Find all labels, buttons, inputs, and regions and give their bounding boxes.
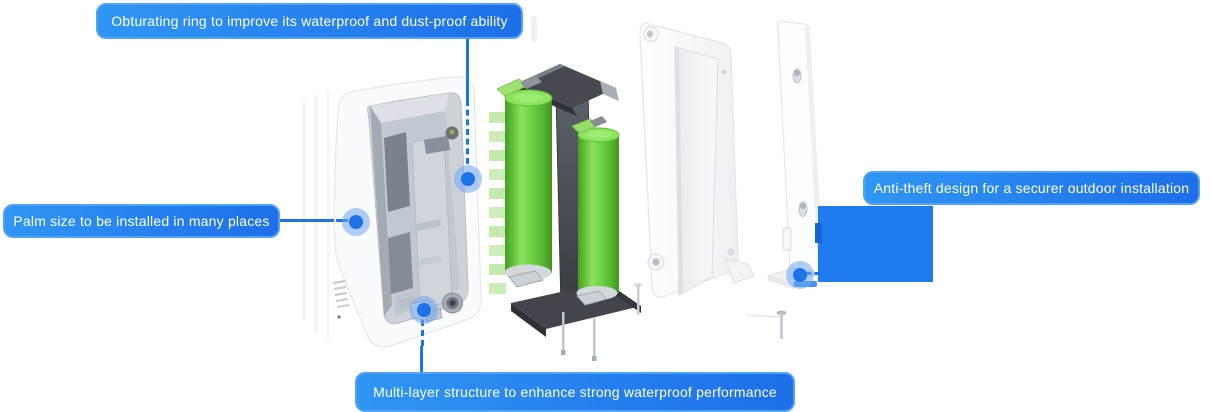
callout-top-dashes <box>466 100 469 164</box>
battery-ghost-column <box>489 112 506 294</box>
latch-notch <box>782 227 792 251</box>
wall-bracket <box>746 20 823 339</box>
callout-multi-layer: Multi-layer structure to enhance strong … <box>355 372 795 412</box>
ghost-reflections <box>302 16 537 340</box>
callout-label: Multi-layer structure to enhance strong … <box>373 384 777 400</box>
back-cover <box>634 22 755 315</box>
screw-recess <box>445 126 459 140</box>
callout-palm-size: Palm size to be installed in many places <box>3 204 280 238</box>
cable-gland <box>442 292 463 314</box>
cover-screw <box>634 283 642 315</box>
screw-boss-top <box>643 26 659 42</box>
screw-boss-bottom <box>647 253 665 271</box>
callout-bottom-dashes <box>421 320 424 346</box>
callout-label: Obturating ring to improve its waterproo… <box>111 13 508 29</box>
callout-label: Anti-theft design for a securer outdoor … <box>873 180 1190 196</box>
cover-foot <box>725 258 755 284</box>
mounting-pins <box>561 312 597 361</box>
battery-right <box>571 116 620 306</box>
keyhole-bottom <box>798 201 808 217</box>
bracket-screw <box>776 310 787 339</box>
callout-obturating-ring: Obturating ring to improve its waterproo… <box>96 3 523 39</box>
case-mark <box>337 315 341 319</box>
callout-bottom-line <box>420 346 423 372</box>
keyhole-top <box>792 68 802 84</box>
callout-left-line <box>280 219 334 222</box>
anti-theft-highlight-tab <box>815 223 822 243</box>
front-case <box>332 76 482 348</box>
battery-left <box>496 76 553 288</box>
anti-theft-highlight-block <box>818 206 933 282</box>
callout-top-dot <box>454 165 482 193</box>
callout-left-dot <box>342 208 370 236</box>
device-illustration <box>302 16 823 361</box>
callout-anti-theft: Anti-theft design for a securer outdoor … <box>863 171 1200 205</box>
callout-label: Palm size to be installed in many places <box>13 213 270 229</box>
callout-top-line <box>466 39 469 100</box>
battery-tray <box>411 135 453 311</box>
case-vents <box>332 280 350 308</box>
holder-bottom-plate <box>511 282 641 337</box>
callout-bottom-dot <box>410 296 438 324</box>
callout-right-dot <box>786 261 814 289</box>
